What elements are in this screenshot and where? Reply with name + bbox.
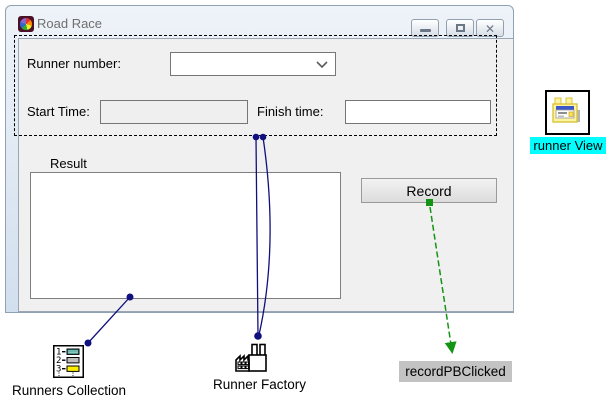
factory-icon	[235, 343, 267, 372]
maximize-button[interactable]	[446, 19, 474, 37]
minimize-icon	[420, 29, 431, 32]
record-button[interactable]: Record	[361, 178, 497, 203]
event-handler-chip[interactable]: recordPBClicked	[399, 361, 512, 382]
start-time-field[interactable]	[100, 100, 248, 124]
minimize-button[interactable]	[411, 19, 439, 37]
runners-collection-object[interactable]: 1 2 3	[53, 345, 84, 381]
result-label: Result	[50, 156, 87, 171]
start-time-label: Start Time:	[27, 104, 90, 119]
runner-view-object[interactable]	[545, 90, 590, 135]
runner-number-label: Runner number:	[27, 56, 121, 71]
app-icon	[18, 16, 34, 32]
runners-collection-label: Runners Collection	[12, 383, 127, 398]
close-icon: ✕	[484, 22, 496, 36]
chevron-down-icon	[316, 61, 328, 69]
runner-factory-label: Runner Factory	[213, 377, 307, 392]
svg-text:1: 1	[56, 348, 61, 358]
runner-number-combobox[interactable]	[170, 52, 336, 76]
result-textarea[interactable]	[30, 172, 341, 299]
svg-text:2: 2	[56, 356, 61, 366]
window-title: Road Race	[37, 16, 103, 31]
svg-text:3: 3	[56, 365, 61, 375]
maximize-icon	[456, 24, 465, 32]
runner-factory-object[interactable]	[233, 343, 269, 377]
finish-time-label: Finish time:	[257, 104, 324, 119]
form-view-icon	[552, 97, 580, 123]
runner-view-label[interactable]: runner View	[530, 137, 606, 154]
close-button[interactable]: ✕	[476, 19, 504, 37]
finish-time-field[interactable]	[345, 100, 491, 124]
collection-list-icon: 1 2 3	[53, 345, 84, 378]
